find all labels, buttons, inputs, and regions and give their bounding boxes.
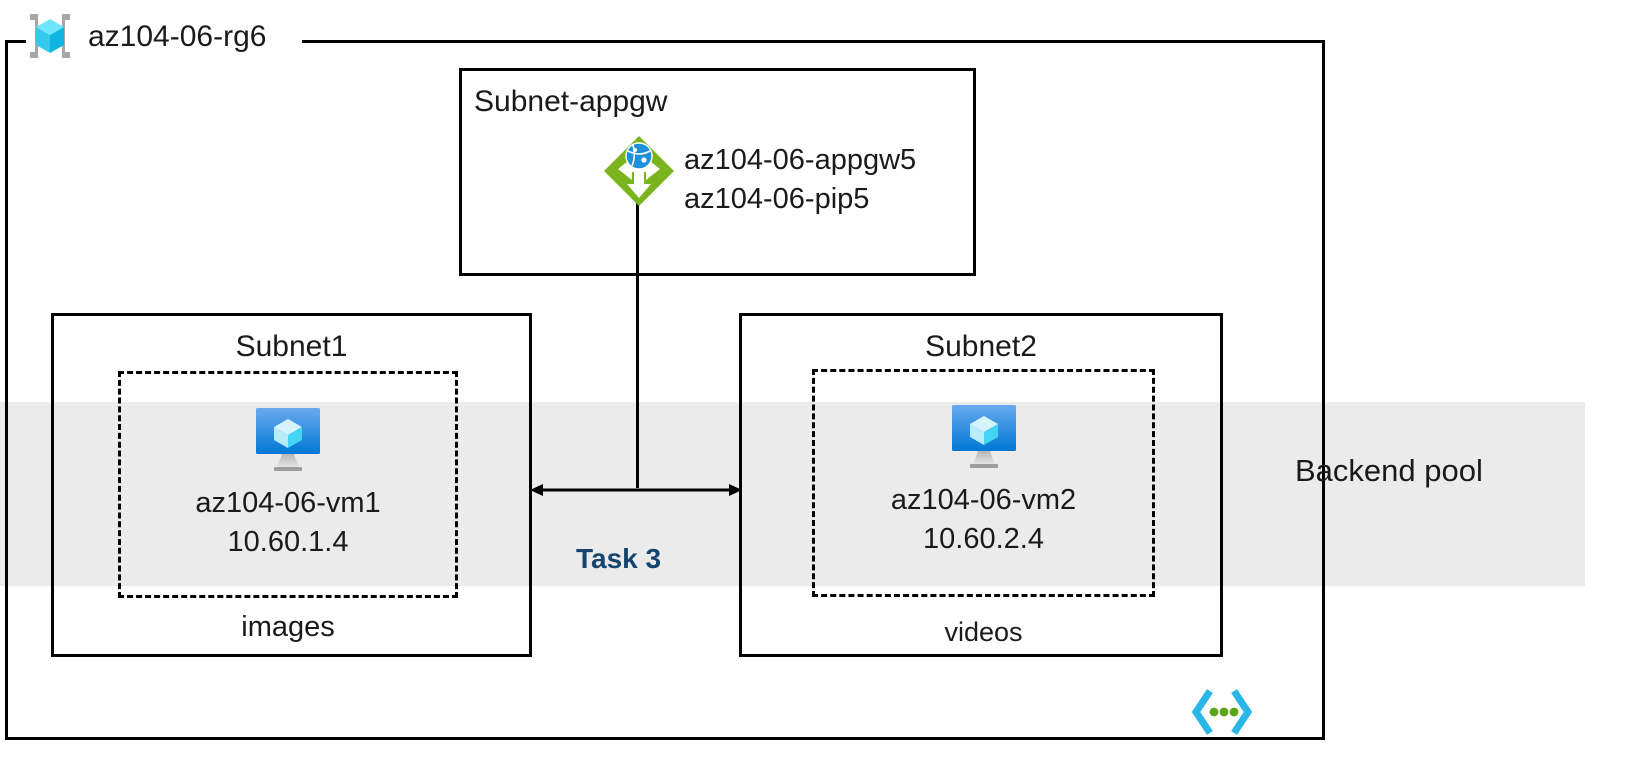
appgw-public-ip-name: az104-06-pip5 xyxy=(684,183,870,215)
subnet1-title: Subnet1 xyxy=(235,330,348,363)
resource-group-icon xyxy=(22,8,78,70)
vm1-name: az104-06-vm1 xyxy=(195,487,381,519)
subnet1-box xyxy=(51,313,532,657)
backend-pool-label: Backend pool xyxy=(1295,453,1483,488)
subnet-appgw-box xyxy=(459,68,976,276)
resource-group-name: az104-06-rg6 xyxy=(88,20,267,53)
task-3-label: Task 3 xyxy=(576,543,662,574)
virtual-network-icon xyxy=(1190,688,1254,736)
subnet1-subnet2-connector xyxy=(530,482,742,498)
subnet-appgw-title: Subnet-appgw xyxy=(474,85,668,118)
virtual-machine-icon xyxy=(942,403,1026,473)
subnet1-footer-label: images xyxy=(241,611,335,643)
resource-group-container xyxy=(5,40,1325,740)
subnet2-footer-label: videos xyxy=(944,617,1023,647)
vm1-group: az104-06-vm1 10.60.1.4 xyxy=(118,406,458,562)
application-gateway-icon xyxy=(602,134,676,208)
application-gateway-labels: az104-06-appgw5 az104-06-pip5 xyxy=(684,141,916,219)
appgw-to-subnets-connector xyxy=(636,196,639,488)
vm2-ip: 10.60.2.4 xyxy=(923,523,1044,555)
subnet2-box xyxy=(739,313,1223,657)
subnet2-dashed-boundary xyxy=(812,369,1155,597)
virtual-machine-icon xyxy=(246,406,330,476)
vm1-ip: 10.60.1.4 xyxy=(227,526,349,558)
appgw-resource-name: az104-06-appgw5 xyxy=(684,144,917,176)
subnet1-dashed-boundary xyxy=(118,371,458,598)
resource-group-title-gap xyxy=(26,33,302,49)
subnet2-title: Subnet2 xyxy=(925,330,1037,363)
vm2-group: az104-06-vm2 10.60.2.4 xyxy=(812,403,1155,559)
vm2-name: az104-06-vm2 xyxy=(890,484,1077,516)
